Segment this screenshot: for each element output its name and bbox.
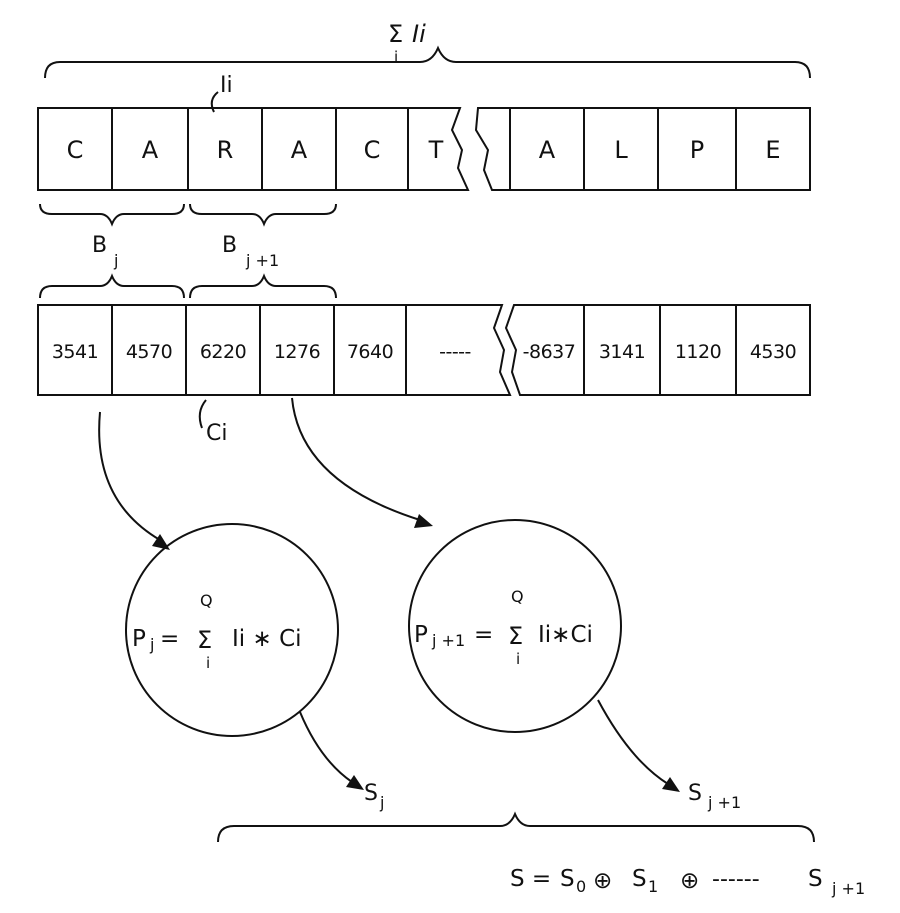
formula-pj-rhs: Ii ∗ Ci bbox=[232, 626, 302, 652]
formula-pj1-lhs: P bbox=[414, 622, 428, 648]
formula-pj-lower: i bbox=[206, 654, 210, 672]
formula-pj1-eq: = bbox=[474, 622, 493, 648]
output-sj1: S j +1 bbox=[688, 781, 741, 812]
arrowhead bbox=[152, 534, 170, 550]
arrowhead bbox=[346, 775, 364, 790]
letter: P bbox=[690, 136, 704, 164]
bottom-formula: S = S 0 ⊕ S 1 ⊕ ------ S j +1 bbox=[510, 866, 865, 898]
bottom-formula-s0: S bbox=[560, 866, 575, 892]
block-brace-bj1 bbox=[189, 203, 337, 227]
formula-pj1: P j +1 = Q Σ i Ii∗Ci bbox=[414, 587, 593, 668]
arrowhead bbox=[414, 514, 433, 528]
letter-row: C A R A C T A L P E bbox=[37, 107, 811, 191]
top-sum-sigma: Σ bbox=[388, 20, 403, 48]
letter: E bbox=[765, 136, 780, 164]
bottom-formula-op: ⊕ bbox=[680, 868, 699, 894]
letter: C bbox=[67, 136, 84, 164]
arrow-to-pj bbox=[98, 411, 161, 541]
letter-cell-torn bbox=[474, 107, 511, 191]
code-value: 1276 bbox=[274, 341, 320, 363]
output-sj-sub: j bbox=[379, 793, 384, 812]
code-value: 6220 bbox=[200, 341, 246, 363]
block-label-bj1-sub: j +1 bbox=[245, 251, 279, 270]
arrowhead bbox=[662, 777, 680, 792]
formula-pj1-upper: Q bbox=[511, 587, 524, 606]
letter: A bbox=[539, 136, 556, 164]
block-label-bj1-main: B bbox=[222, 233, 237, 258]
formula-pj1-lhs-sub: j +1 bbox=[431, 631, 465, 650]
bottom-formula-s1: S bbox=[632, 866, 647, 892]
code-value: 7640 bbox=[347, 341, 393, 363]
code-value: 4530 bbox=[750, 341, 796, 363]
top-brace bbox=[44, 45, 811, 79]
top-sum-label: Σ i Ii bbox=[388, 20, 426, 66]
formula-pj-sigma: Σ bbox=[197, 626, 212, 654]
code-cell bbox=[735, 304, 811, 396]
output-sj: S j bbox=[364, 781, 384, 812]
block-label-bj-main: B bbox=[92, 233, 107, 258]
letter: L bbox=[614, 136, 628, 164]
code-value: -8637 bbox=[523, 341, 576, 363]
bottom-formula-last: S bbox=[808, 866, 823, 892]
letter-cell-torn bbox=[407, 107, 470, 191]
formula-pj1-lower: i bbox=[516, 650, 520, 668]
letter: A bbox=[142, 136, 159, 164]
bottom-formula-op: ⊕ bbox=[593, 868, 612, 894]
code-value: 3141 bbox=[599, 341, 645, 363]
letter-cell bbox=[735, 107, 811, 191]
letter: A bbox=[291, 136, 308, 164]
block-label-bj: B j bbox=[92, 233, 118, 270]
bottom-brace bbox=[217, 811, 815, 843]
code-label: Ci bbox=[206, 421, 227, 446]
letter: T bbox=[428, 136, 444, 164]
arrow-to-pj1 bbox=[291, 397, 421, 521]
output-sj1-main: S bbox=[688, 781, 702, 806]
formula-pj1-sigma: Σ bbox=[508, 622, 523, 650]
formula-pj-lhs-sub: j bbox=[149, 635, 154, 654]
output-sj1-sub: j +1 bbox=[707, 793, 741, 812]
formula-pj-upper: Q bbox=[200, 591, 213, 610]
code-value: 4570 bbox=[126, 341, 172, 363]
block-brace-bj bbox=[39, 203, 185, 227]
top-sum-subscript: i bbox=[394, 48, 398, 66]
block-label-bj1: B j +1 bbox=[222, 233, 279, 270]
item-label: Ii bbox=[220, 73, 233, 98]
circle-pj1 bbox=[408, 519, 622, 733]
code-label-leader bbox=[198, 399, 207, 429]
code-row: 3541 4570 6220 1276 7640 ----- -8637 314… bbox=[37, 304, 811, 396]
arrow-to-sj bbox=[299, 711, 353, 783]
item-label-leader bbox=[210, 91, 219, 113]
bottom-formula-dashes: ------ bbox=[712, 867, 760, 892]
code-value: 1120 bbox=[675, 341, 721, 363]
code-brace-bj1 bbox=[189, 273, 337, 299]
block-label-bj-sub: j bbox=[113, 251, 118, 270]
code-value: 3541 bbox=[52, 341, 98, 363]
formula-pj-eq: = bbox=[160, 626, 179, 652]
code-value: ----- bbox=[439, 341, 471, 363]
bottom-formula-s1-sub: 1 bbox=[648, 877, 658, 896]
bottom-formula-s0-sub: 0 bbox=[576, 877, 586, 896]
arrow-to-sj1 bbox=[597, 699, 669, 785]
bottom-formula-last-sub: j +1 bbox=[831, 879, 865, 898]
formula-pj: P j = Q Σ i Ii ∗ Ci bbox=[132, 591, 302, 672]
circle-pj bbox=[125, 523, 339, 737]
code-brace-bj bbox=[39, 273, 185, 299]
code-cell-torn bbox=[405, 304, 512, 396]
bottom-formula-lhs: S = bbox=[510, 866, 551, 892]
output-sj-main: S bbox=[364, 781, 378, 806]
formula-pj1-rhs: Ii∗Ci bbox=[538, 622, 593, 648]
formula-pj-lhs: P bbox=[132, 626, 146, 652]
top-sum-term: Ii bbox=[412, 20, 426, 48]
letter: C bbox=[364, 136, 381, 164]
letter: R bbox=[217, 136, 234, 164]
